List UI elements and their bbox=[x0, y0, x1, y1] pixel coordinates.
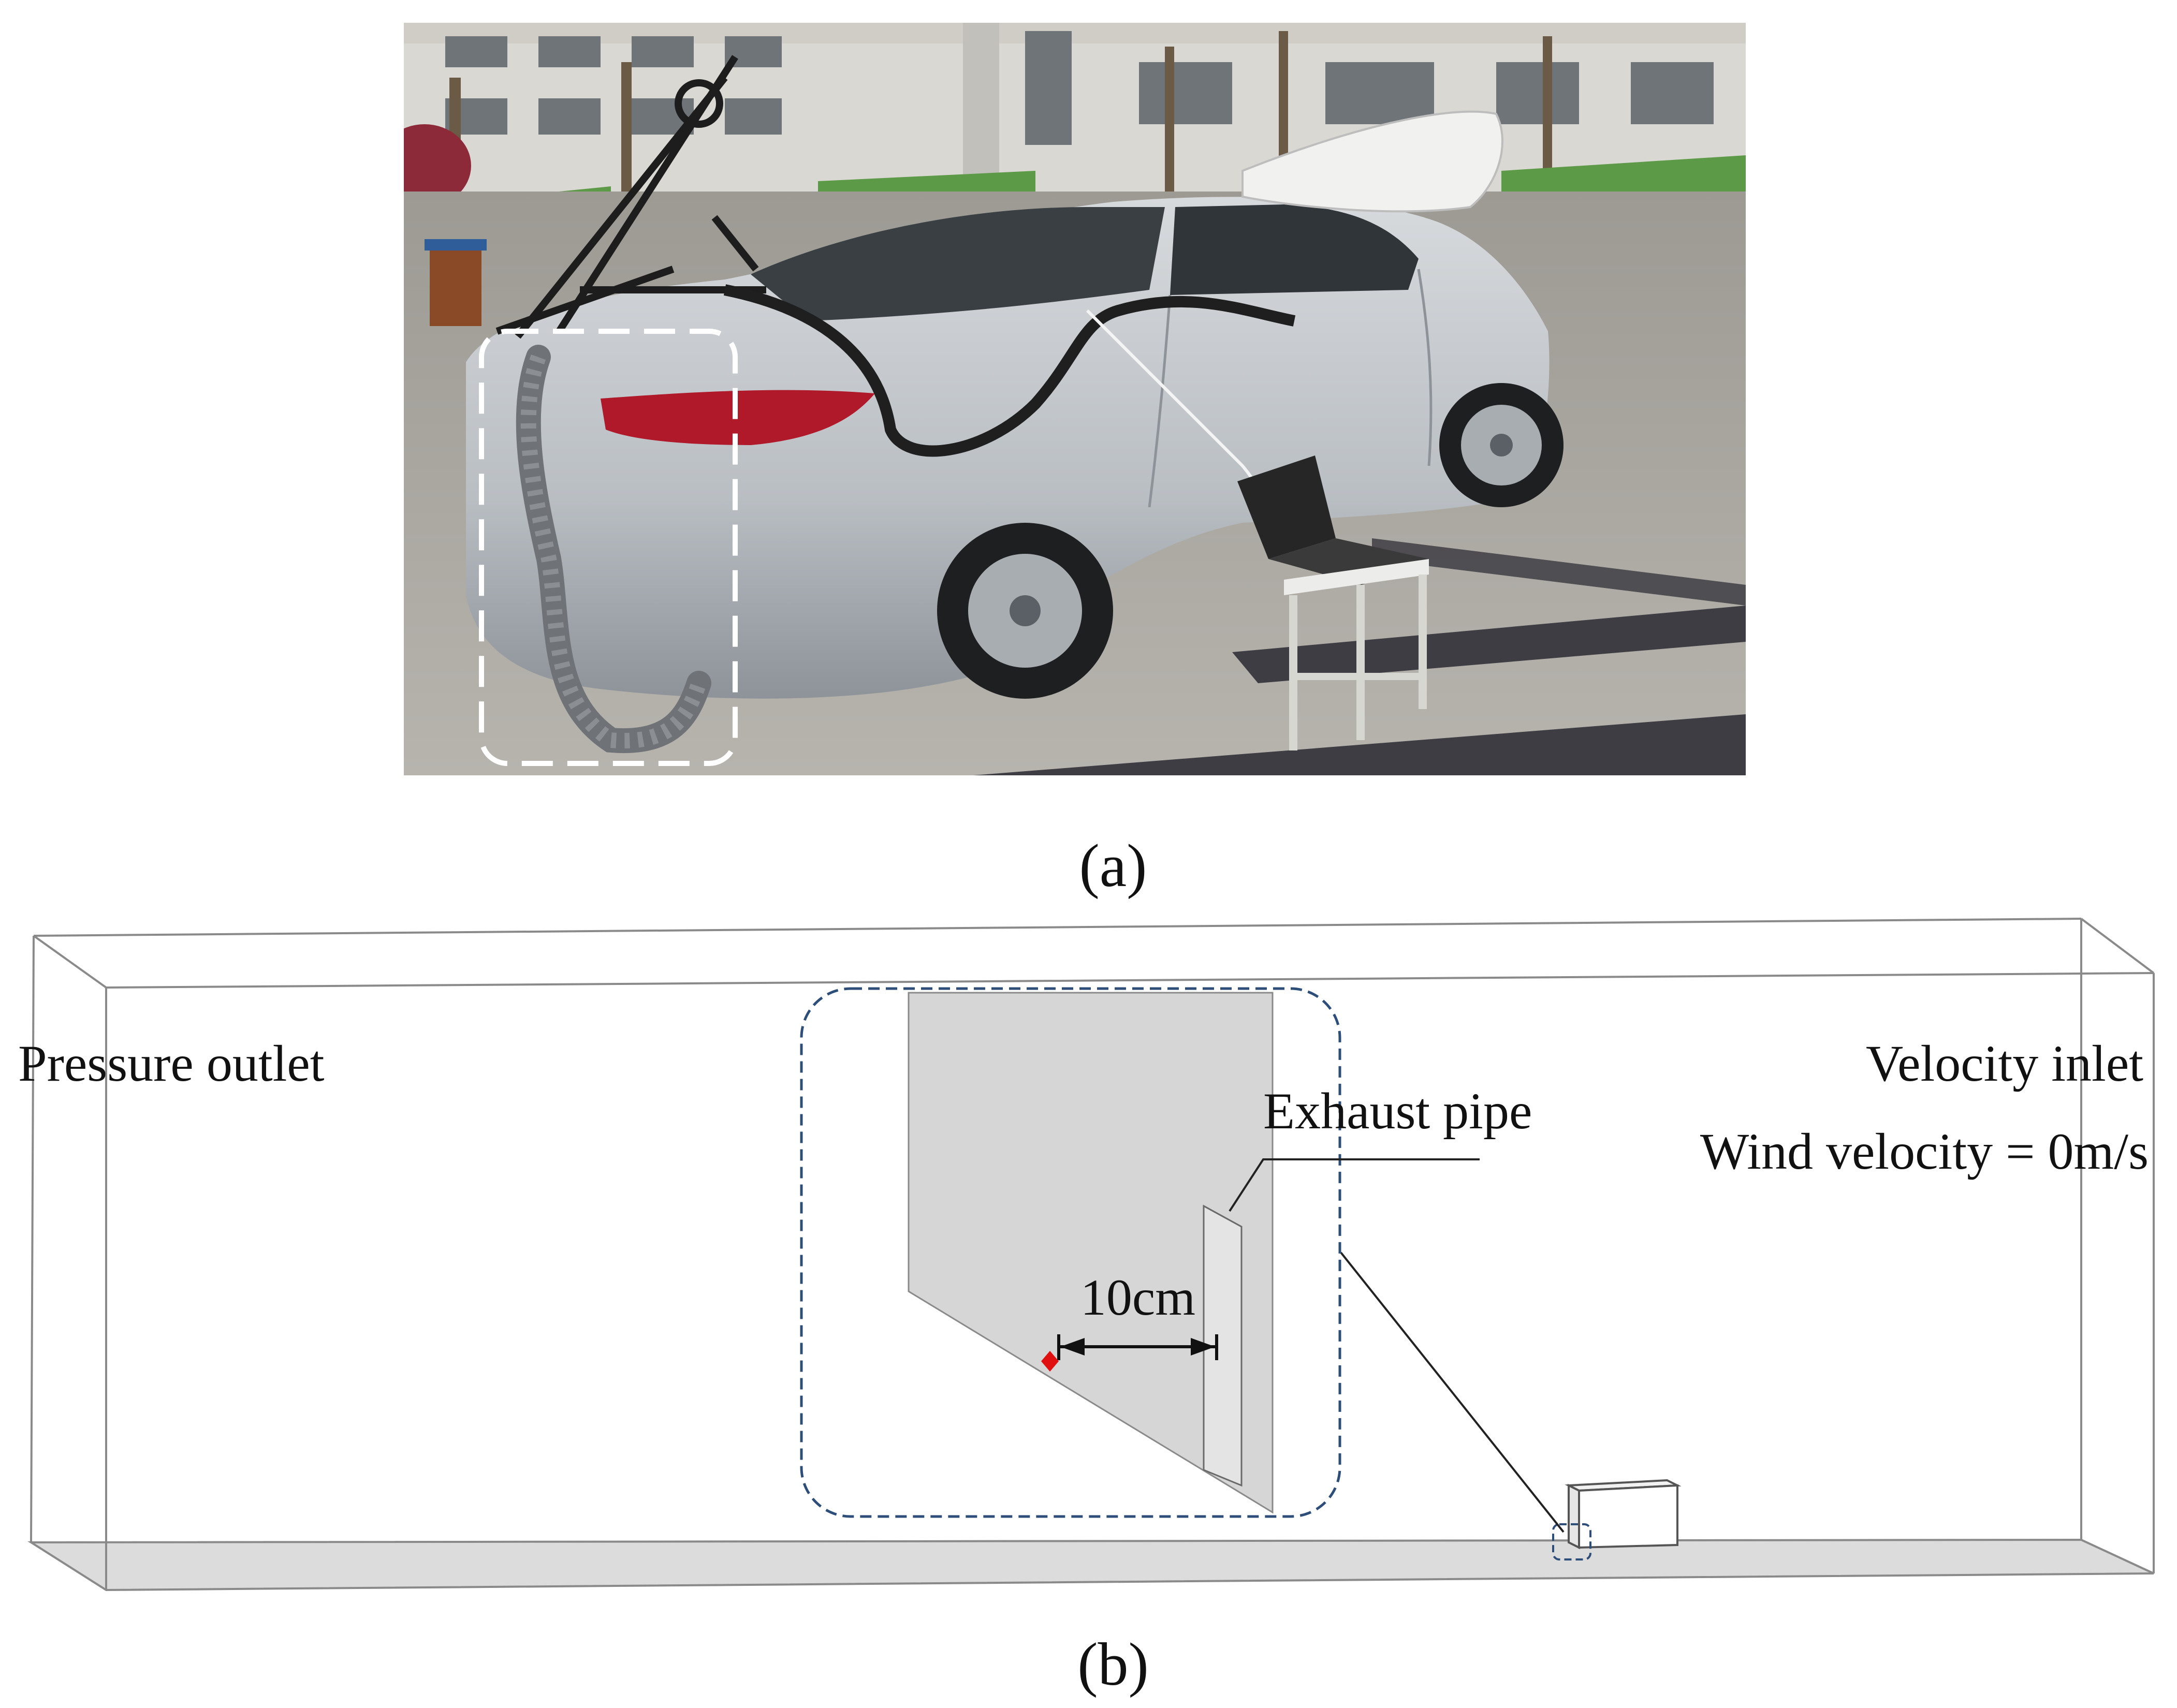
zoom-inset: 10cm bbox=[800, 987, 1480, 1518]
open-hood bbox=[1241, 110, 1503, 213]
bike-rack bbox=[495, 55, 766, 339]
laptop-on-stool bbox=[1237, 455, 1429, 750]
distance-dimension bbox=[1057, 1334, 1218, 1360]
car-rear-panel bbox=[908, 992, 1274, 1514]
zoom-target-box bbox=[1552, 1523, 1591, 1560]
dimension-arrow-right bbox=[1191, 1338, 1215, 1356]
pressure-outlet-label: Pressure outlet bbox=[18, 1035, 325, 1092]
wind-velocity-label: Wind velocity = 0m/s bbox=[1700, 1123, 2149, 1180]
sampling-point-marker bbox=[1041, 1351, 1059, 1372]
caption-a: (a) bbox=[1079, 832, 1147, 900]
zoom-leader-line bbox=[1340, 1251, 1565, 1533]
dimension-arrow-left bbox=[1060, 1338, 1085, 1356]
building bbox=[404, 23, 1746, 194]
photo-panel bbox=[404, 23, 1746, 775]
ground-plane bbox=[27, 1538, 2154, 1592]
caption-b: (b) bbox=[1077, 1630, 1149, 1698]
trash-bin bbox=[425, 239, 487, 326]
velocity-inlet-label: Velocity inlet bbox=[1866, 1035, 2143, 1092]
exhaust-pipe-leader bbox=[1229, 1158, 1480, 1212]
distance-label: 10cm bbox=[1080, 1269, 1195, 1326]
exhaust-pipe-shape bbox=[1203, 1204, 1243, 1487]
exhaust-pipe-label: Exhaust pipe bbox=[1263, 1082, 1532, 1140]
car-model-box bbox=[1565, 1479, 1682, 1550]
sampling-line bbox=[723, 284, 1296, 457]
exhaust-highlight-box bbox=[479, 329, 738, 766]
domain-diagram: 10cm Pressure outlet Velocity inlet Wind… bbox=[18, 918, 2155, 1592]
domain-box-edges bbox=[30, 918, 2155, 1590]
